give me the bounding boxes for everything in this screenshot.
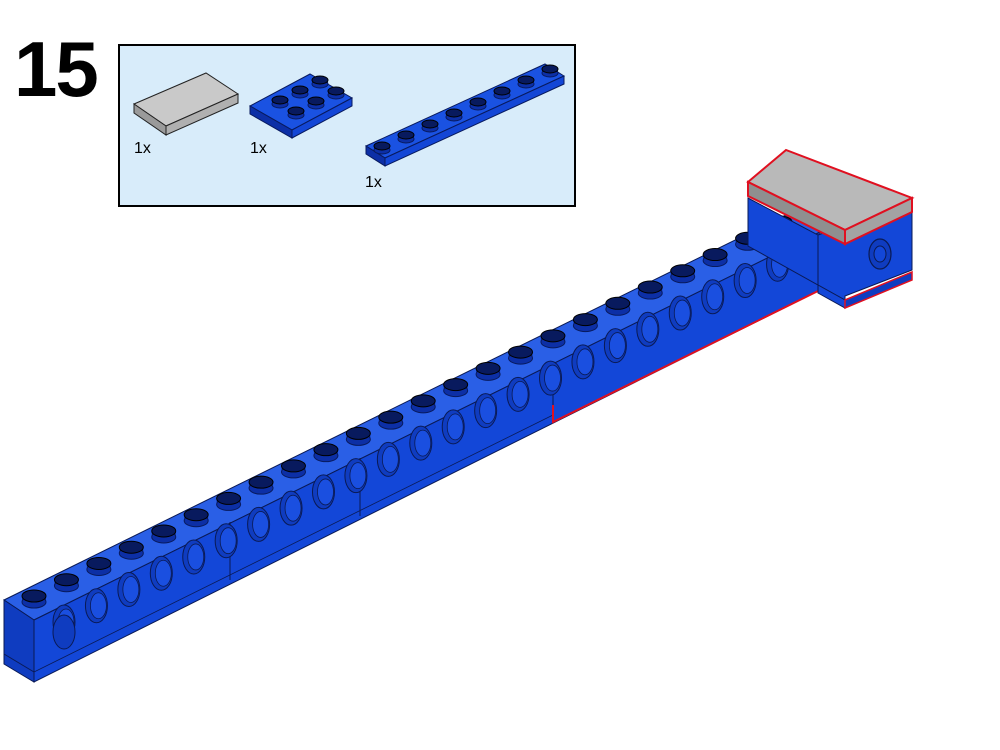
plate-stud xyxy=(445,108,463,122)
beam-stud xyxy=(637,280,663,300)
beam-stud xyxy=(378,410,404,430)
gray-tile-side xyxy=(844,196,913,246)
technic-beam-assembly xyxy=(3,212,822,683)
beam-pin-hole xyxy=(149,555,173,591)
beam-stud xyxy=(540,329,566,349)
beam-stud xyxy=(605,296,631,316)
beam-stud xyxy=(702,248,728,268)
plate-stud xyxy=(307,96,325,110)
beam-end-face xyxy=(3,599,35,683)
beam-pin-hole xyxy=(84,588,108,624)
plate-stud xyxy=(421,119,439,133)
blue-plate-2x3-part xyxy=(248,73,354,139)
end-block-assembly xyxy=(746,148,915,310)
beam-stud xyxy=(280,459,306,479)
beam-pin-hole xyxy=(733,263,757,299)
beam-pin-hole xyxy=(279,490,303,526)
beam-pin-hole xyxy=(311,474,335,510)
part-quantity-3: 1x xyxy=(365,174,382,191)
beam-stud xyxy=(572,313,598,333)
plate-stud xyxy=(287,106,305,120)
blue-plate-1x8-part xyxy=(364,63,566,167)
beam-pin-hole xyxy=(603,328,627,364)
gray-tile-part xyxy=(132,72,240,136)
beam-stud xyxy=(86,556,112,576)
step-number: 15 xyxy=(14,25,99,113)
plate-stud xyxy=(311,75,329,89)
beam-stud xyxy=(216,491,242,511)
beam-holes xyxy=(52,246,790,650)
beam-pin-hole xyxy=(539,360,563,396)
beam-stud xyxy=(508,345,534,365)
beam-pin-hole xyxy=(247,506,271,542)
plate-stud xyxy=(493,86,511,100)
end-block-lower-side xyxy=(844,270,913,310)
plate-stud xyxy=(541,64,559,78)
beam-pin-hole xyxy=(668,295,692,331)
beam-stud xyxy=(475,361,501,381)
plate-stud xyxy=(517,75,535,89)
beam-pin-hole xyxy=(636,311,660,347)
beam-pin-hole xyxy=(701,279,725,315)
plate-stud xyxy=(373,141,391,155)
part-quantity-1: 1x xyxy=(134,140,151,157)
beam-pin-hole xyxy=(182,539,206,575)
beam-stud xyxy=(670,264,696,284)
plate-stud xyxy=(271,95,289,109)
plate-stud xyxy=(327,86,345,100)
beam-pin-hole xyxy=(214,523,238,559)
beam-stud xyxy=(443,378,469,398)
beam-stud xyxy=(410,394,436,414)
beam-pin-hole xyxy=(474,393,498,429)
beam-pin-hole xyxy=(376,441,400,477)
beam-pin-hole xyxy=(506,376,530,412)
parts-list-drawing xyxy=(132,63,566,167)
beam-stud xyxy=(21,589,47,609)
beam-stud xyxy=(183,508,209,528)
beam-stud xyxy=(345,426,371,446)
part-quantity-2: 1x xyxy=(250,140,267,157)
beam-pin-hole xyxy=(571,344,595,380)
plate-stud xyxy=(469,97,487,111)
beam-stud xyxy=(313,443,339,463)
beam-stud xyxy=(151,524,177,544)
beam-stud xyxy=(53,573,79,593)
beam-pin-hole xyxy=(344,458,368,494)
beam-studs xyxy=(21,215,793,609)
beam-pin-hole xyxy=(441,409,465,445)
beam-stud xyxy=(118,540,144,560)
beam-pin-hole xyxy=(117,571,141,607)
beam-stud xyxy=(248,475,274,495)
parts-list-callout: 1x 1x 1x xyxy=(118,44,576,207)
beam-pin-hole xyxy=(409,425,433,461)
plate-stud xyxy=(291,85,309,99)
beam-pin-hole xyxy=(52,614,76,650)
plate-stud xyxy=(397,130,415,144)
